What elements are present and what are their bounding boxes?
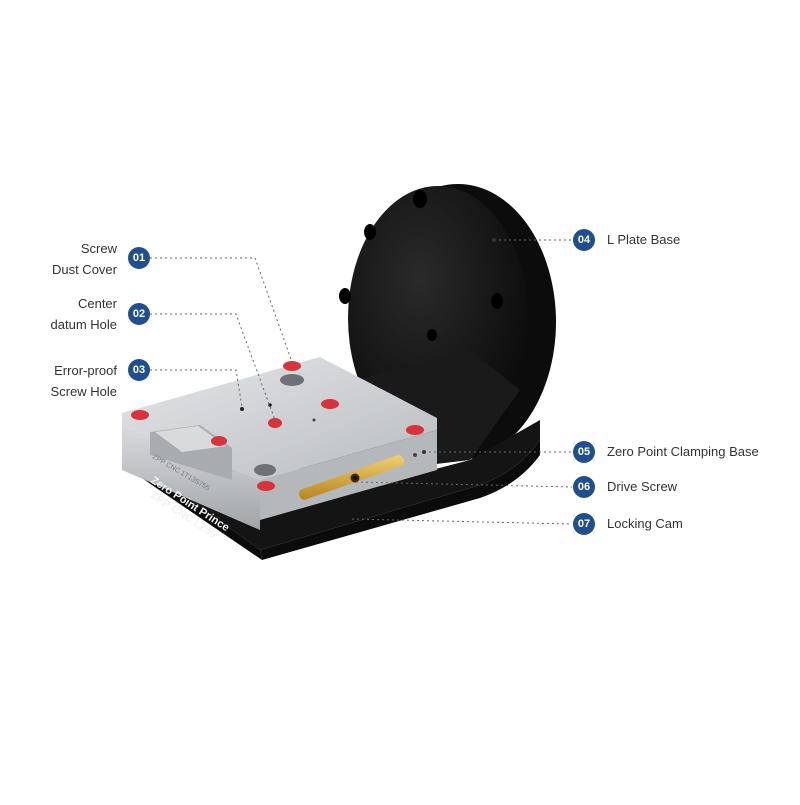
callout-07-badge: 07 [573,513,595,535]
callout-07-label: Locking Cam [607,516,683,531]
callout-04-label: L Plate Base [607,232,681,247]
leader-lines [150,238,573,525]
leader-01 [150,257,293,363]
leader-03 [150,369,243,408]
callout-01-label: Screw Dust Cover [52,238,117,280]
leader-06 [355,481,573,488]
callout-03-badge: 03 [128,359,150,381]
callout-06-badge: 06 [573,476,595,498]
screw-dust-covers [131,361,424,491]
callout-04-badge: 04 [573,229,595,251]
callout-03-line1: Error-proof [54,363,117,378]
leader-dot-05 [422,450,426,454]
leader-02 [150,313,276,421]
leader-dot-04 [492,238,496,242]
callout-05-badge: 05 [573,441,595,463]
callout-01-line2: Dust Cover [51,262,117,277]
mounting-holes [339,190,503,341]
callout-03-label: Error-proof Screw Hole [51,360,117,402]
callout-05-label: Zero Point Clamping Base [607,444,759,459]
leader-07 [351,518,573,525]
drive-screw [350,473,360,483]
callout-02-badge: 02 [128,303,150,325]
callout-01-line1: Screw [80,241,117,256]
callout-01-badge: 01 [128,247,150,269]
callout-03-line2: Screw Hole [50,384,117,399]
callout-02-line2: datum Hole [50,317,117,332]
callout-02-line1: Center [77,296,117,311]
callout-02-label: Center datum Hole [51,293,117,335]
callout-06-label: Drive Screw [607,479,678,494]
